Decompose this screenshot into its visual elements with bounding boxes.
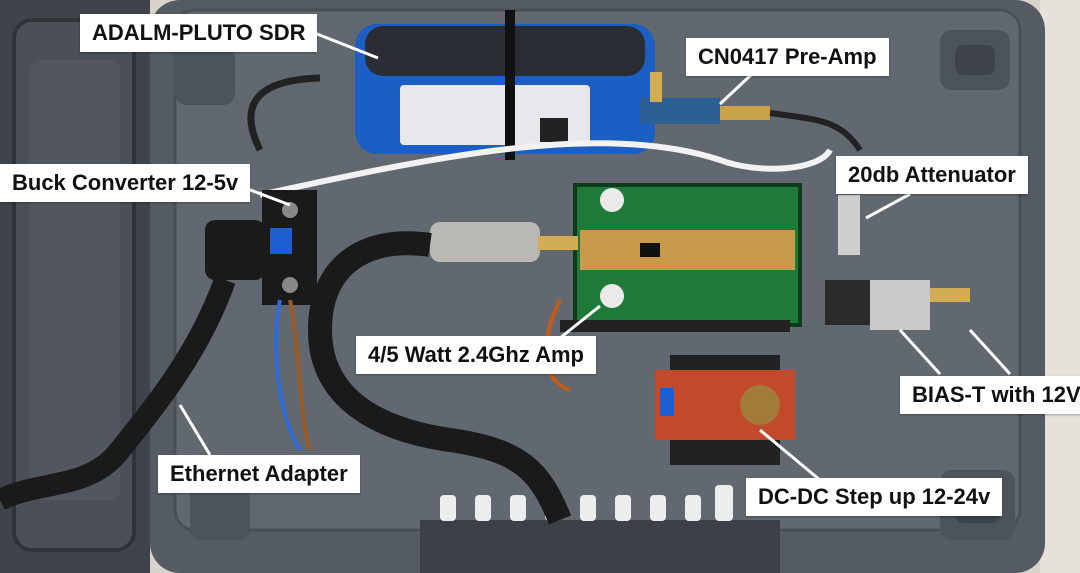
label-bias-t: BIAS-T with 12V xyxy=(900,376,1080,414)
buck-converter-board xyxy=(262,190,317,305)
attenuator xyxy=(838,195,860,255)
bias-t xyxy=(825,280,970,330)
label-2-4ghz-amp: 4/5 Watt 2.4Ghz Amp xyxy=(356,336,596,374)
label-adalm-pluto-sdr: ADALM-PLUTO SDR xyxy=(80,14,318,52)
label-cn0417-pre-amp: CN0417 Pre-Amp xyxy=(686,38,889,76)
label-dc-dc-step-up: DC-DC Step up 12-24v xyxy=(746,478,1003,516)
label-ethernet-adapter: Ethernet Adapter xyxy=(158,455,360,493)
label-buck-converter: Buck Converter 12-5v xyxy=(0,164,251,202)
amp-board xyxy=(560,183,802,332)
pluto-sdr-device xyxy=(355,10,655,160)
sma-coax-connector xyxy=(307,222,578,525)
dc-dc-step-up-board xyxy=(655,355,795,465)
label-pointers xyxy=(178,30,1012,482)
cn0417-board xyxy=(640,72,863,152)
ethernet-adapter xyxy=(0,220,265,511)
label-20db-attenuator: 20db Attenuator xyxy=(836,156,1028,194)
